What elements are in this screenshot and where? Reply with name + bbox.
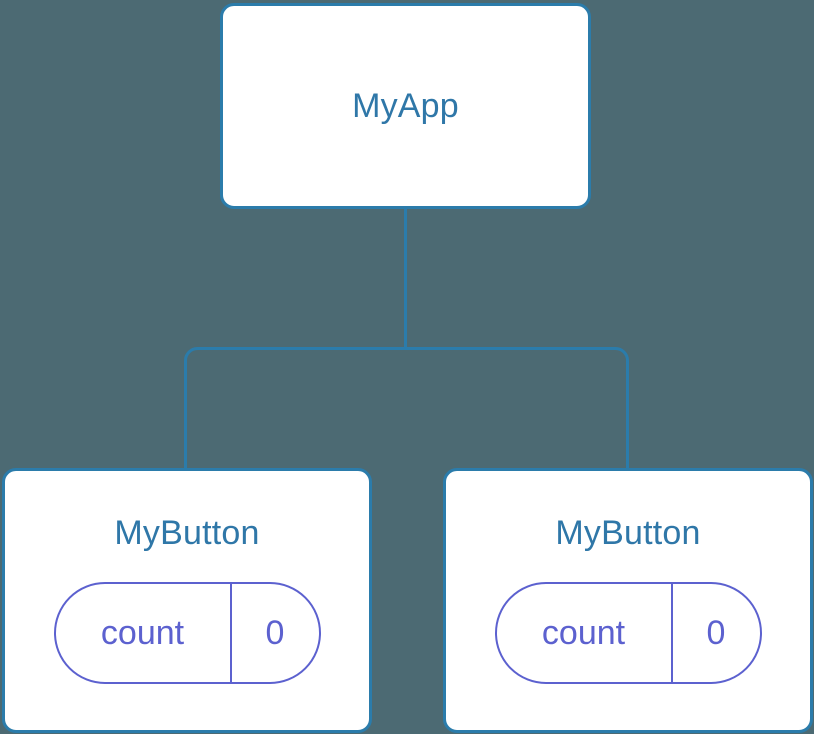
state-value: 0 — [706, 614, 726, 652]
state-key: count — [541, 614, 626, 652]
node-mybutton-0[interactable]: MyButton count 0 — [2, 468, 372, 733]
state-divider — [229, 584, 232, 682]
node-myapp[interactable]: MyApp — [220, 3, 591, 209]
node-mybutton-1[interactable]: MyButton count 0 — [443, 468, 813, 733]
node-title: MyButton — [555, 514, 701, 552]
node-title: MyButton — [114, 514, 260, 552]
edge-root-to-child-0 — [184, 347, 406, 470]
edge-root-to-child-1 — [405, 347, 629, 470]
state-pill[interactable]: count 0 — [494, 582, 762, 684]
state-value: 0 — [265, 614, 285, 652]
state-pill[interactable]: count 0 — [53, 582, 321, 684]
node-title: MyApp — [352, 87, 459, 125]
state-divider — [670, 584, 673, 682]
state-key: count — [100, 614, 185, 652]
